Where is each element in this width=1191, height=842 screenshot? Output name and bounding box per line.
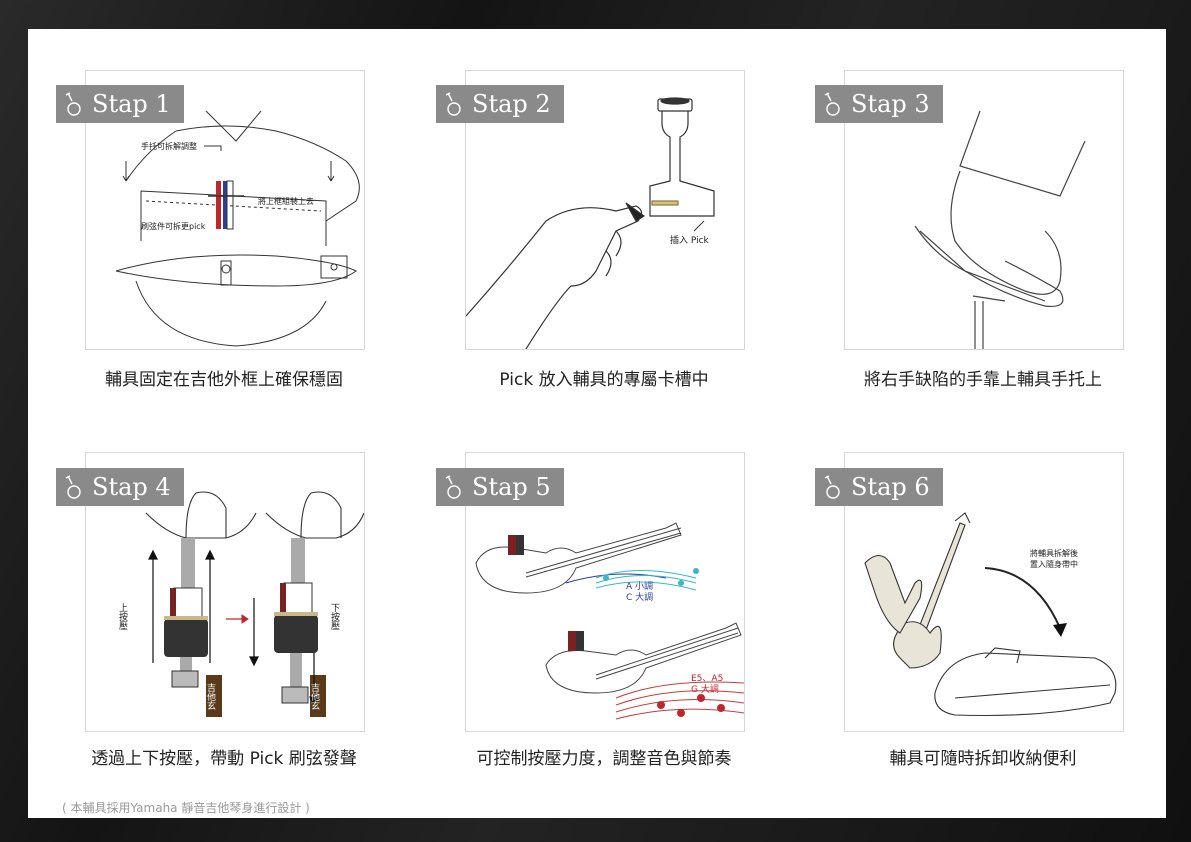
step-5-tag-text: Stap 5 [472,473,551,501]
step-1-caption: 輔具固定在吉他外框上確保穩固 [105,370,343,390]
footnote: ( 本輔具採用Yamaha 靜音吉他琴身進行設計 ) [62,801,310,815]
label-attach: 將上框組裝上去 [258,196,314,206]
step-2-illustration: 插入 Pick [466,97,715,349]
label-insert-pick: 插入 Pick [670,234,710,246]
step-4-tag: Stap 4 [56,468,184,506]
note-icon [445,475,461,499]
step-4-caption: 透過上下按壓，帶動 Pick 刷弦發聲 [91,749,357,769]
step-6-caption: 輔具可隨時拆卸收納便利 [889,749,1077,769]
step-5-illustration: A 小調 C 大調 E5、A5 G 大調 [475,522,744,720]
step-5-caption: 可控制按壓力度，調整音色與節奏 [476,749,732,769]
label-hand-rest: 手托可拆解調整 [141,141,197,151]
label-string-right: 吉他玄 [309,683,320,710]
step-1-tag-text: Stap 1 [92,90,171,118]
step-1-tag: Stap 1 [56,85,184,123]
label-a-minor: A 小調 [626,580,653,592]
step-4-card: 上按壓 下按壓 吉他玄 吉他玄 [85,452,365,732]
label-press-up: 上按壓 [117,603,128,630]
step-3-caption: 將右手缺陷的手靠上輔具手托上 [864,370,1102,390]
label-pick-swap: 刷弦件可拆更pick [141,221,206,231]
step-2-tag: Stap 2 [436,85,564,123]
label-e5-a5: E5、A5 [691,674,723,684]
note-icon [445,92,461,116]
step-3-illustration [914,110,1086,349]
label-store-line1: 將輔具拆解後 [1030,548,1078,558]
note-icon [824,475,840,499]
step-2-caption: Pick 放入輔具的專屬卡槽中 [499,370,709,390]
label-store-line2: 置入隨身帶中 [1030,559,1078,569]
step-6-illustration: 將輔具拆解後 置入隨身帶中 [864,512,1117,717]
note-icon [65,475,81,499]
step-4-illustration: 上按壓 下按壓 吉他玄 吉他玄 [117,491,364,717]
note-icon [824,92,840,116]
label-press-down: 下按壓 [329,603,340,630]
label-c-major: C 大調 [626,591,653,603]
step-3-tag-text: Stap 3 [851,90,930,118]
step-4-tag-text: Stap 4 [92,473,171,501]
note-icon [65,92,81,116]
label-string-left: 吉他玄 [205,683,216,710]
step-6-tag: Stap 6 [815,468,943,506]
step-1-illustration: 手托可拆解調整 將上框組裝上去 刷弦件可拆更pick [115,110,360,347]
step-5-card: A 小調 C 大調 E5、A5 G 大調 [465,452,745,732]
step-2-tag-text: Stap 2 [472,90,551,118]
step-3-tag: Stap 3 [815,85,943,123]
step-5-tag: Stap 5 [436,468,564,506]
instruction-sheet: 手托可拆解調整 將上框組裝上去 刷弦件可拆更pick Stap 1 輔具固定在吉… [28,29,1166,818]
label-g-major: G 大調 [691,683,719,695]
step-6-tag-text: Stap 6 [851,473,930,501]
